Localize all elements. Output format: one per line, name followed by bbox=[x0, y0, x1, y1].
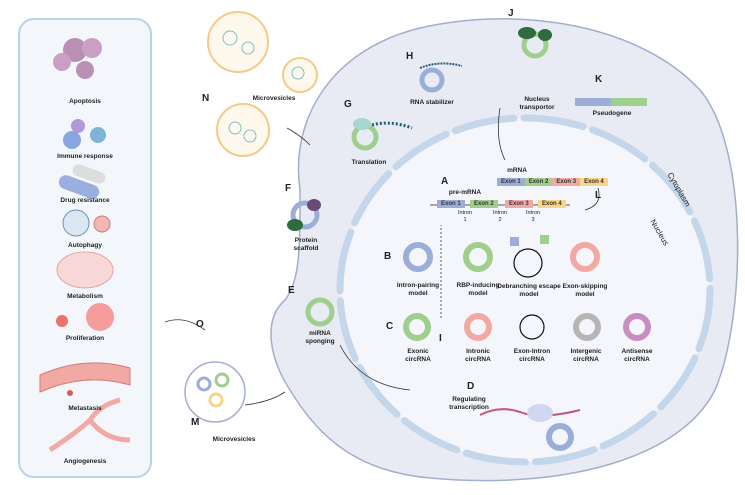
panel-label-proliferation: Proliferation bbox=[65, 335, 105, 342]
exonic-circrna-label: Exonic circRNA bbox=[405, 348, 431, 364]
mrna-exon-4: Exon 4 bbox=[580, 178, 608, 186]
mrna-exon-2: Exon 2 bbox=[524, 178, 553, 186]
panel-label-metabolism: Metabolism bbox=[67, 293, 103, 300]
mrna-exon-bar: Exon 1 Exon 2 Exon 3 Exon 4 bbox=[497, 178, 608, 186]
label-k: K bbox=[595, 74, 603, 85]
panel-label-drug-resistance: Drug resistance bbox=[60, 197, 110, 204]
microvesicle-bottom bbox=[184, 361, 246, 423]
pre-mrna-exon-2: Exon 2 bbox=[470, 200, 498, 208]
microvesicles-bottom-label: Microvesicles bbox=[212, 436, 256, 443]
nucleus-envelope bbox=[336, 114, 714, 466]
pre-mrna-exon-1: Exon 1 bbox=[437, 200, 465, 208]
angiogenesis-icon bbox=[48, 397, 131, 453]
metabolism-icon bbox=[56, 251, 114, 289]
debranching-escape-model-label: Debranching escape model bbox=[497, 283, 561, 299]
label-j: J bbox=[508, 8, 514, 19]
exon-skipping-model-label: Exon-skipping model bbox=[562, 283, 608, 299]
rna-stabilizer-circrna bbox=[419, 67, 445, 93]
downstream-effects-panel bbox=[18, 18, 152, 478]
label-c: C bbox=[386, 321, 394, 332]
pre-mrna-label: pre-mRNA bbox=[448, 189, 482, 196]
mrna-label: mRNA bbox=[507, 167, 527, 174]
microvesicles-top-label: Microvesicles bbox=[252, 95, 296, 102]
rna-stabilizer-label: RNA stabilizer bbox=[410, 99, 454, 106]
immune-cell-icon bbox=[63, 119, 106, 149]
mirna-sponging-label: miRNA sponging bbox=[305, 330, 335, 346]
intron-1-label: Intron 1 bbox=[457, 210, 473, 223]
label-m: M bbox=[191, 417, 200, 428]
label-e: E bbox=[288, 285, 295, 296]
panel-label-autophagy: Autophagy bbox=[68, 242, 102, 249]
label-h: H bbox=[406, 51, 414, 62]
mrna-exon-1: Exon 1 bbox=[497, 178, 525, 186]
pill-icon bbox=[58, 164, 106, 199]
label-o: O bbox=[196, 319, 204, 330]
microvesicles-top-icon bbox=[207, 11, 318, 157]
pseudogene-label: Pseudogene bbox=[592, 110, 632, 117]
regulating-transcription-label: Regulating transcription bbox=[449, 396, 489, 412]
label-d: D bbox=[467, 381, 475, 392]
mirna-sponging-circrna bbox=[305, 297, 335, 327]
autophagy-icon bbox=[62, 209, 111, 237]
label-a: A bbox=[441, 176, 449, 187]
intron-3-label: Intron 3 bbox=[525, 210, 541, 223]
label-l: L bbox=[595, 190, 602, 201]
exon-intron-circrna-label: Exon-Intron circRNA bbox=[513, 348, 551, 364]
pseudogene-bar bbox=[575, 98, 611, 106]
label-f: F bbox=[285, 183, 292, 194]
pre-mrna-exon-3: Exon 3 bbox=[505, 200, 533, 208]
protein-scaffold-circrna bbox=[290, 200, 320, 230]
proliferation-icon bbox=[56, 303, 114, 331]
label-n: N bbox=[202, 93, 210, 104]
intergenic-circrna-label: Intergenic circRNA bbox=[570, 348, 602, 364]
mrna-exon-3: Exon 3 bbox=[552, 178, 581, 186]
panel-label-apoptosis: Apoptosis bbox=[69, 98, 101, 105]
intronic-circrna-label: Intronic circRNA bbox=[465, 348, 491, 364]
intron-2-label: Intron 2 bbox=[492, 210, 508, 223]
antisense-circrna-label: Antisense circRNA bbox=[621, 348, 653, 364]
metastasis-icon bbox=[39, 362, 131, 396]
intron-pairing-model-label: Intron-pairing model bbox=[396, 282, 440, 298]
translation-label: Translation bbox=[351, 159, 387, 166]
ribosome-chain bbox=[371, 121, 413, 130]
protein-scaffold-label: Protein scaffold bbox=[293, 237, 319, 253]
nucleus-transportor-label: Nucleus transportor bbox=[519, 96, 555, 112]
apoptosis-icon bbox=[53, 38, 102, 79]
label-i: I bbox=[439, 333, 442, 344]
label-g: G bbox=[344, 99, 352, 110]
pre-mrna-exon-4: Exon 4 bbox=[538, 200, 566, 208]
panel-label-metastasis: Metastasis bbox=[68, 405, 102, 412]
rbp-inducing-model-label: RBP-inducing model bbox=[456, 282, 500, 298]
panel-label-immune-response: Immune response bbox=[57, 153, 113, 160]
rna-strand bbox=[419, 62, 463, 69]
panel-label-angiogenesis: Angiogenesis bbox=[63, 458, 107, 465]
label-b: B bbox=[384, 251, 392, 262]
